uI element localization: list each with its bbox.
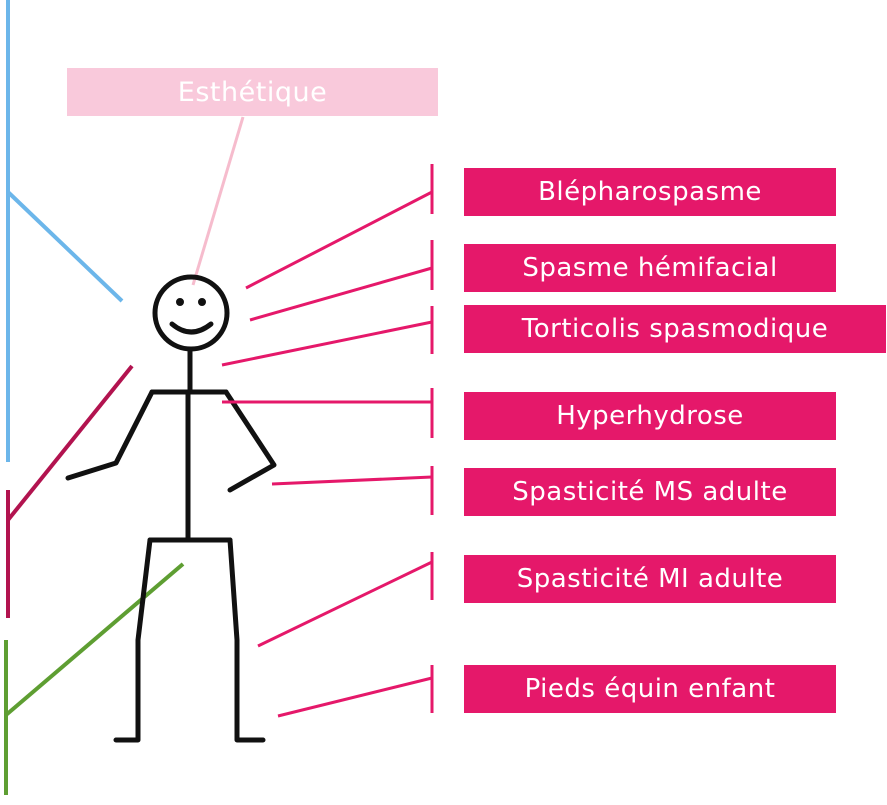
indication-torticolis-spasmodique: Torticolis spasmodique	[464, 305, 886, 353]
indication-connectors	[222, 164, 432, 716]
indication-spasticite-mi-adulte: Spasticité MI adulte	[464, 555, 836, 603]
indication-spasme-hemifacial: Spasme hémifacial	[464, 244, 836, 292]
indication-spasticite-ms-adulte: Spasticité MS adulte	[464, 468, 836, 516]
figure-right-arm	[226, 392, 274, 490]
indication-blepharospasme: Blépharospasme	[464, 168, 836, 216]
connector-blepharospasme	[246, 164, 432, 288]
connector-spasticite-mi	[258, 552, 432, 646]
green-bracket	[6, 564, 183, 795]
connector-spasme-hemifacial	[250, 240, 432, 320]
figure-smile	[172, 324, 211, 332]
connector-spasticite-ms	[272, 466, 432, 515]
connector-pieds-equin	[278, 665, 432, 716]
stick-figure	[68, 277, 274, 740]
crimson-bracket	[8, 366, 132, 618]
indication-hyperhydrose: Hyperhydrose	[464, 392, 836, 440]
esthetique-connector	[193, 117, 243, 285]
figure-left-arm	[68, 392, 152, 478]
figure-head	[155, 277, 227, 349]
figure-eye-right	[199, 299, 205, 305]
connector-torticolis	[222, 306, 432, 365]
figure-right-leg	[230, 540, 263, 740]
esthetique-label: Esthétique	[67, 68, 438, 116]
figure-eye-left	[177, 299, 183, 305]
figure-left-leg	[116, 540, 150, 740]
indication-pieds-equin-enfant: Pieds équin enfant	[464, 665, 836, 713]
